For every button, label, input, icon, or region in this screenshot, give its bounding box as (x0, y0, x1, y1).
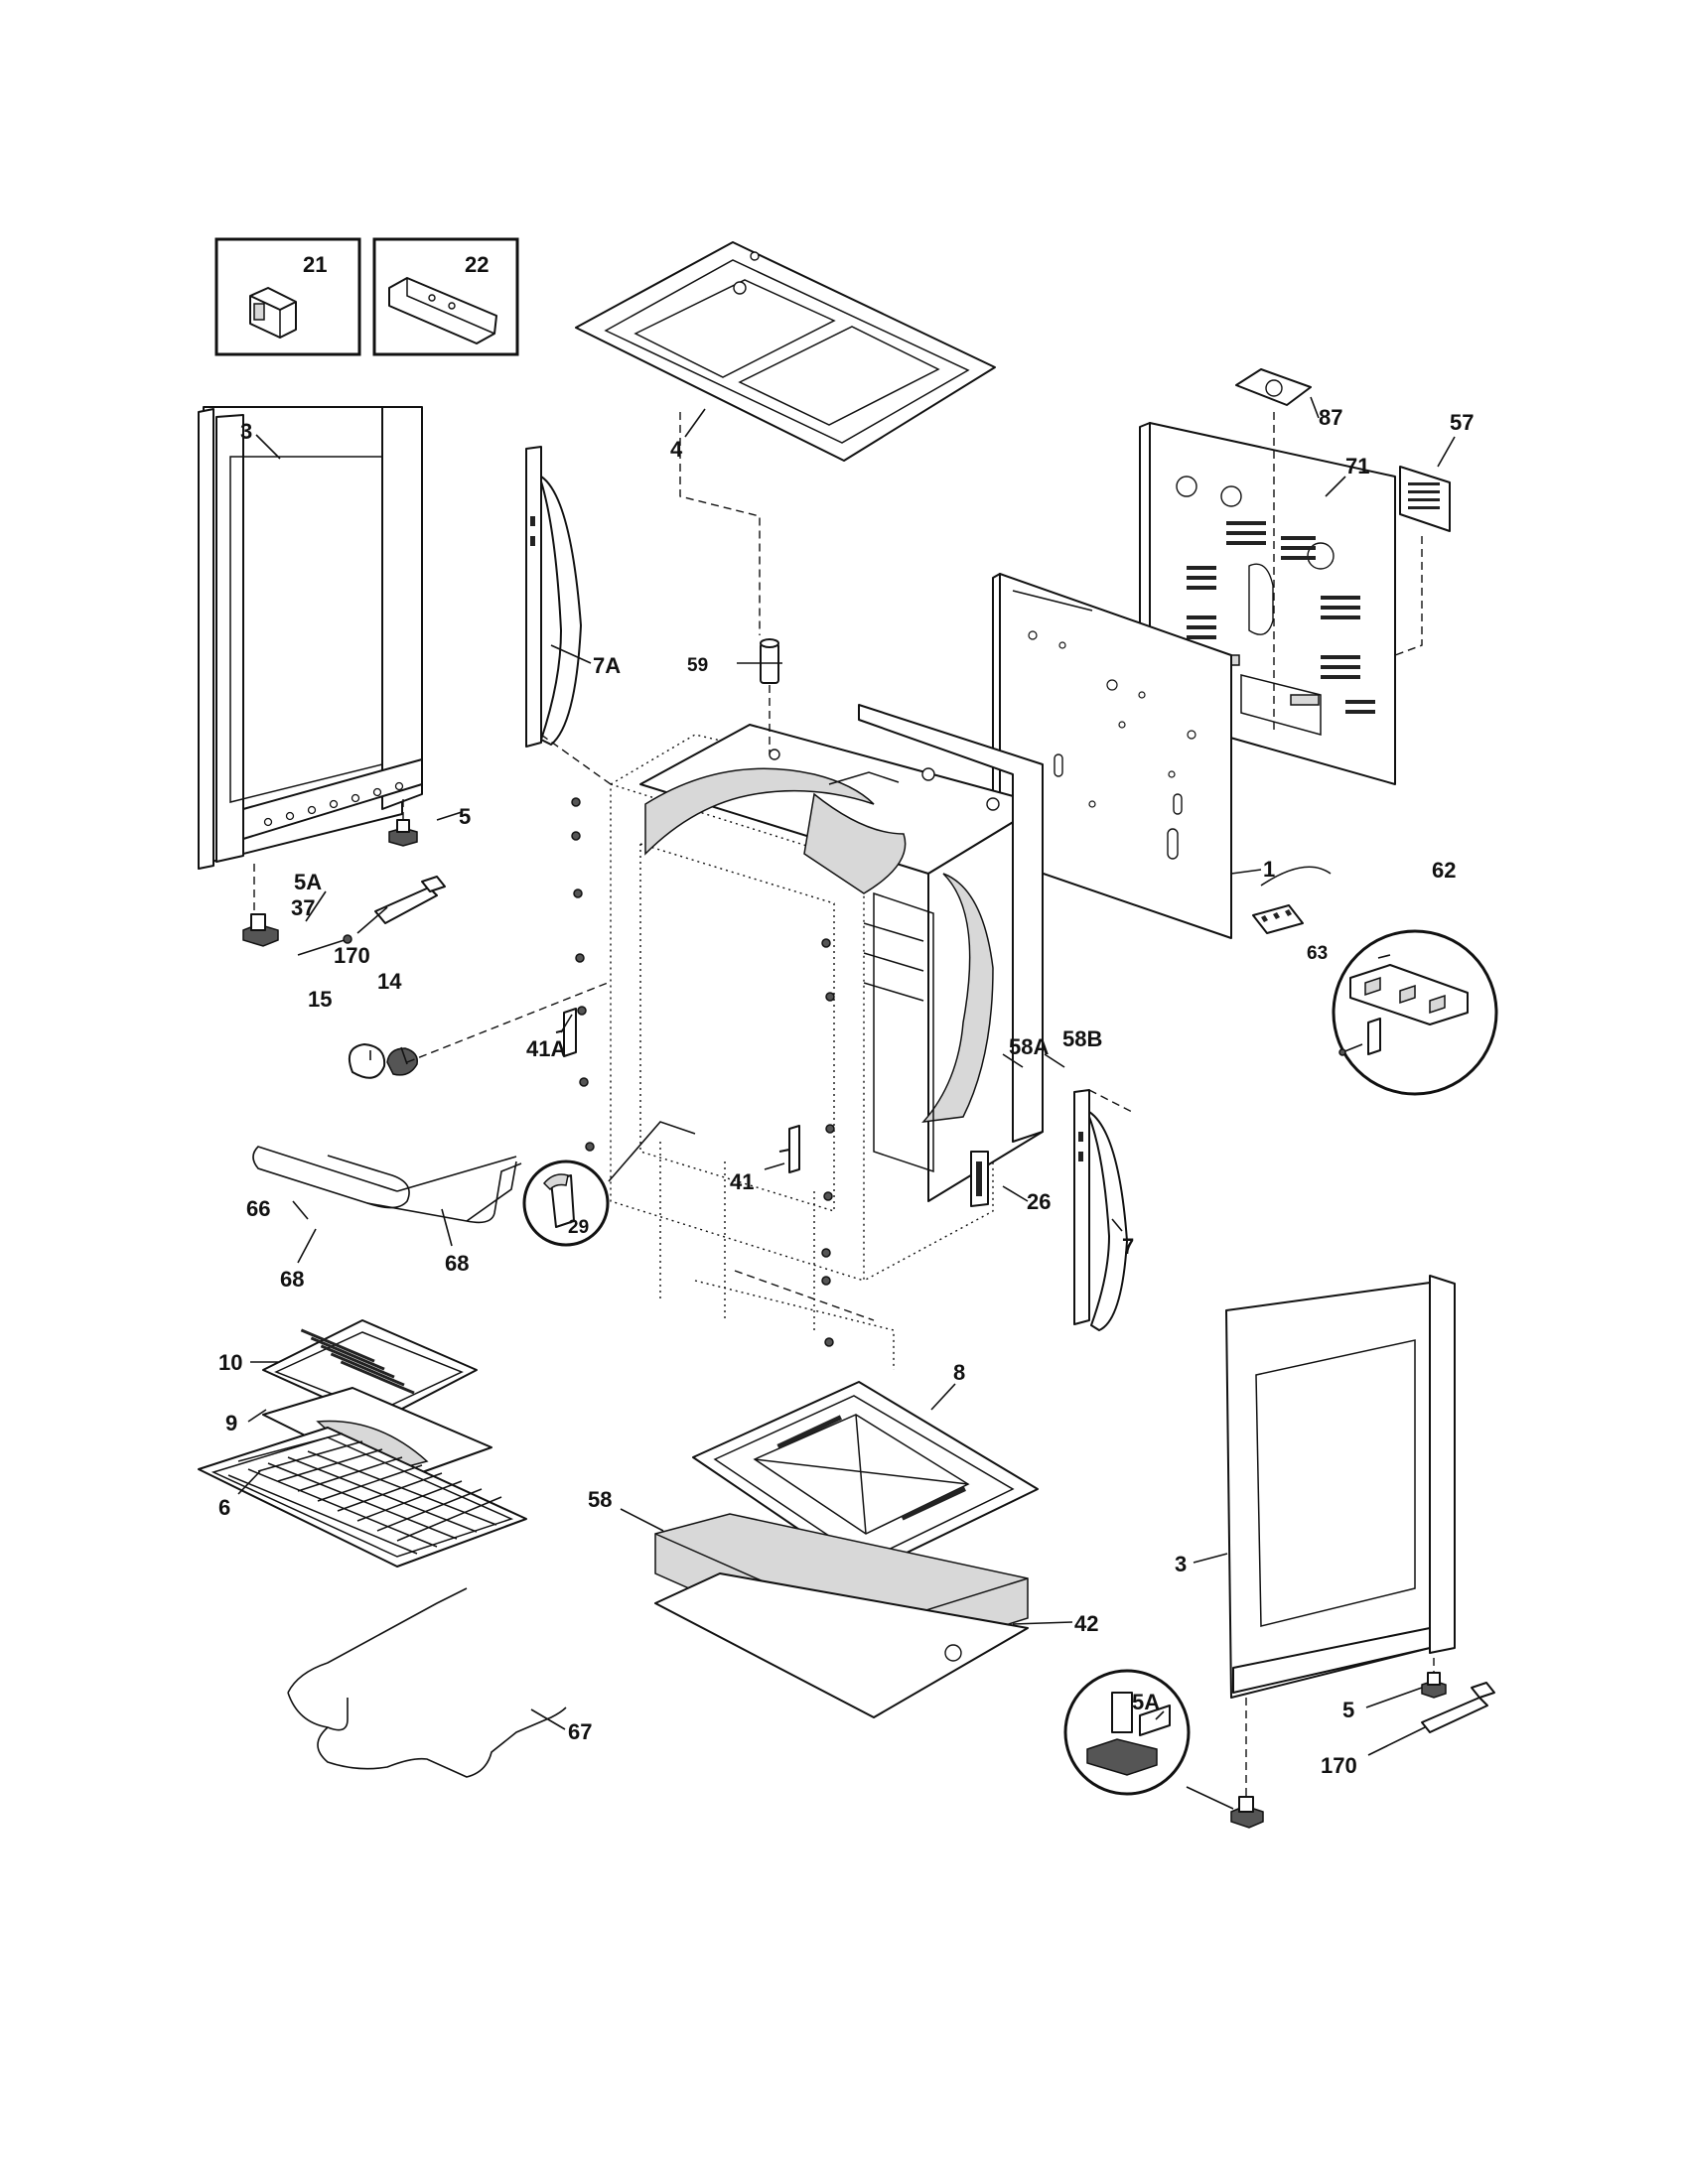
label-7: 7 (1122, 1234, 1134, 1259)
label-5A-right: 5A (1132, 1690, 1160, 1714)
label-1: 1 (1263, 857, 1275, 882)
broil-element (252, 1146, 522, 1224)
drawer-bottom-42 (654, 1572, 1029, 1718)
inset-box-22 (372, 237, 519, 356)
bake-element-67 (287, 1587, 567, 1778)
label-5-right: 5 (1342, 1698, 1354, 1722)
label-4: 4 (670, 437, 683, 462)
vent-cover-57 (1399, 466, 1451, 532)
lamp-socket-14 (386, 1047, 418, 1076)
label-59: 59 (687, 655, 708, 676)
label-68-right: 68 (445, 1251, 469, 1276)
label-57: 57 (1450, 410, 1474, 435)
label-14: 14 (377, 969, 402, 994)
back-panel-1 (992, 573, 1232, 939)
label-87: 87 (1319, 405, 1342, 430)
label-21: 21 (303, 252, 327, 277)
label-7A: 7A (593, 653, 621, 678)
hinge-receptacle-26 (970, 1151, 989, 1207)
label-63: 63 (1307, 943, 1328, 964)
label-66: 66 (246, 1196, 270, 1221)
label-8: 8 (953, 1360, 965, 1385)
label-62: 62 (1432, 858, 1456, 883)
gasket-87 (1235, 368, 1312, 406)
screws (571, 797, 835, 1347)
oven-rack (198, 1427, 527, 1568)
door-hinge-7A (525, 446, 582, 748)
broil-pan-grid (262, 1319, 478, 1423)
detail-circle-29 (522, 1160, 610, 1247)
leveling-leg-5A-right (1230, 1796, 1264, 1829)
label-68-left: 68 (280, 1267, 304, 1292)
detail-circle-5A (1063, 1669, 1191, 1796)
terminal-block (1252, 904, 1304, 934)
bracket-41 (778, 1125, 800, 1173)
label-58A: 58A (1009, 1034, 1049, 1059)
leveling-leg-5-left (388, 819, 418, 847)
oven-body (610, 704, 1044, 1330)
detail-circle-62 (1332, 929, 1498, 1096)
label-41: 41 (730, 1169, 754, 1194)
label-37: 37 (291, 895, 315, 920)
screw-37 (297, 934, 352, 956)
label-42: 42 (1074, 1611, 1098, 1636)
label-5-left: 5 (459, 804, 471, 829)
label-15: 15 (308, 987, 332, 1012)
label-67: 67 (568, 1719, 592, 1744)
label-26: 26 (1027, 1189, 1051, 1214)
thermal-fuse-59 (760, 638, 779, 684)
label-6: 6 (218, 1495, 230, 1520)
label-3-left: 3 (240, 419, 252, 444)
label-170-left: 170 (334, 943, 370, 968)
label-9: 9 (225, 1411, 237, 1435)
alignment-lines (253, 412, 1435, 1797)
lamp-bulb-15 (349, 1043, 386, 1079)
label-41A: 41A (526, 1036, 566, 1061)
leveling-leg-5A-left (242, 913, 279, 947)
label-3-right: 3 (1175, 1552, 1187, 1576)
top-panel (575, 241, 996, 462)
label-170-right: 170 (1321, 1753, 1357, 1778)
inset-box-21 (214, 237, 361, 356)
side-panel-left (198, 406, 423, 870)
label-58B: 58B (1062, 1026, 1102, 1051)
label-10: 10 (218, 1350, 242, 1375)
bracket-170-left (374, 876, 446, 924)
leader-lines (237, 396, 1456, 1810)
label-58: 58 (588, 1487, 612, 1512)
bracket-170-right (1421, 1682, 1495, 1733)
label-71: 71 (1345, 454, 1369, 478)
side-panel-right (1225, 1275, 1456, 1699)
leveling-leg-5-right (1421, 1672, 1447, 1699)
label-5A-left: 5A (294, 870, 322, 894)
door-hinge-7 (1073, 1089, 1128, 1331)
label-29: 29 (568, 1217, 589, 1238)
label-22: 22 (465, 252, 489, 277)
